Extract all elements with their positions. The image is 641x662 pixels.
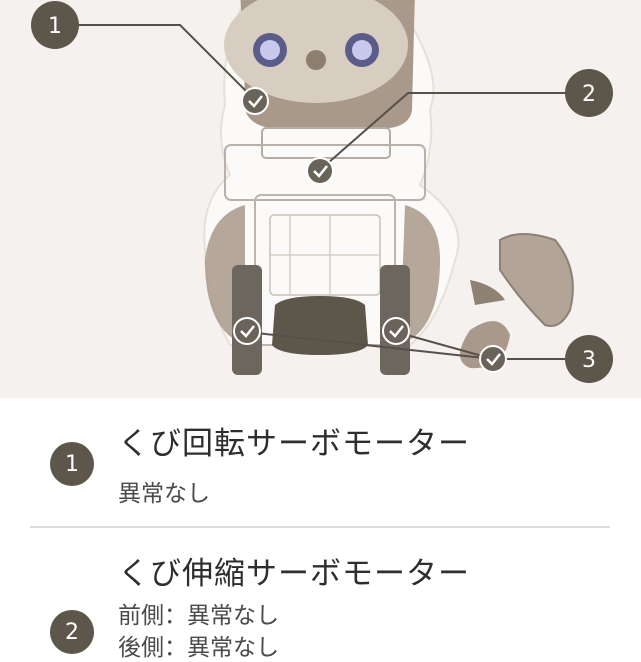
item-status-front: 前側：異常なし xyxy=(118,603,279,629)
callout-number-2: 2 xyxy=(582,82,596,107)
robot-illustration: 1 2 3 xyxy=(31,0,613,383)
item-status: 異常なし xyxy=(118,481,210,507)
list-item[interactable]: 2 くび伸縮サーボモーター 前側：異常なし 後側：異常なし xyxy=(0,528,641,661)
callout-badge-2: 2 xyxy=(565,69,613,117)
item-number-badge: 1 xyxy=(50,442,94,486)
callout-badge-1: 1 xyxy=(31,1,79,49)
robot-nose xyxy=(306,50,326,70)
check-marker-2 xyxy=(306,157,334,185)
list-item[interactable]: 1 くび回転サーボモーター 異常なし xyxy=(0,398,641,528)
check-marker-1 xyxy=(241,87,269,115)
item-title: くび伸縮サーボモーター xyxy=(118,556,470,592)
callout-badge-3: 3 xyxy=(565,335,613,383)
robot-diagram-area: 1 2 3 xyxy=(0,0,641,398)
callout-number-3: 3 xyxy=(582,348,596,373)
item-title: くび回転サーボモーター xyxy=(118,426,470,462)
robot-detached-arm xyxy=(499,233,574,327)
robot-front-sensor xyxy=(272,296,368,355)
item-number-badge: 2 xyxy=(50,610,94,654)
check-marker-3c xyxy=(479,345,507,373)
callout-2-line xyxy=(319,92,568,171)
callout-3-line-b xyxy=(246,331,494,360)
robot-torso-frame xyxy=(224,144,426,201)
callout-number-1: 1 xyxy=(48,14,62,39)
check-marker-3a xyxy=(233,317,261,345)
check-marker-3b xyxy=(382,317,410,345)
callout-1-line xyxy=(78,24,256,101)
motor-status-list: 1 くび回転サーボモーター 異常なし 2 くび伸縮サーボモーター 前側：異常なし… xyxy=(0,398,641,661)
divider xyxy=(30,526,610,528)
item-status-rear: 後側：異常なし xyxy=(118,635,279,661)
